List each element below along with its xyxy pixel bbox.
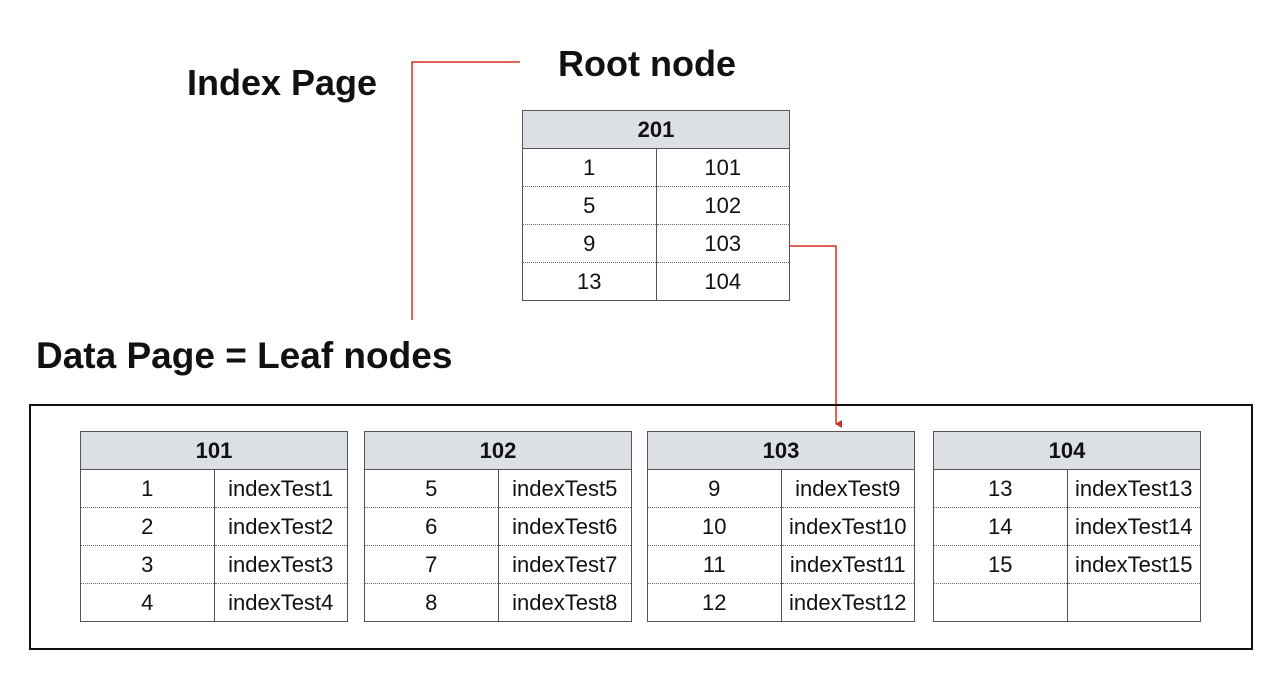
value-cell: indexTest15 bbox=[1066, 545, 1201, 584]
index-page-label: Index Page bbox=[187, 62, 378, 103]
leaf-node-header: 101 bbox=[80, 431, 348, 470]
table-row: 12 indexTest12 bbox=[647, 583, 915, 622]
pointer-arrow-to-103 bbox=[790, 245, 842, 428]
root-node-header: 201 bbox=[522, 110, 790, 149]
value-cell: indexTest2 bbox=[213, 507, 348, 546]
pointer-cell: 103 bbox=[655, 224, 790, 263]
table-row: 10 indexTest10 bbox=[647, 507, 915, 546]
table-row: 13 104 bbox=[522, 262, 790, 301]
table-row bbox=[933, 583, 1201, 622]
value-cell: indexTest5 bbox=[497, 469, 632, 508]
table-row: 9 indexTest9 bbox=[647, 469, 915, 508]
leaf-nodes-frame bbox=[29, 404, 1253, 650]
pointer-cell: 102 bbox=[655, 186, 790, 225]
index-page-bracket-line bbox=[411, 61, 520, 320]
leaf-node-header: 104 bbox=[933, 431, 1201, 470]
table-row: 2 indexTest2 bbox=[80, 507, 348, 546]
value-cell: indexTest12 bbox=[780, 583, 915, 622]
table-row: 8 indexTest8 bbox=[364, 583, 632, 622]
table-row: 5 102 bbox=[522, 186, 790, 225]
table-row: 6 indexTest6 bbox=[364, 507, 632, 546]
key-cell: 4 bbox=[80, 583, 215, 622]
leaf-node-101-table: 101 1 indexTest1 2 indexTest2 3 indexTes… bbox=[80, 431, 348, 622]
leaf-node-header: 102 bbox=[364, 431, 632, 470]
table-row: 3 indexTest3 bbox=[80, 545, 348, 584]
key-cell bbox=[933, 583, 1068, 622]
pointer-cell: 101 bbox=[655, 148, 790, 187]
value-cell: indexTest3 bbox=[213, 545, 348, 584]
leaf-node-103-table: 103 9 indexTest9 10 indexTest10 11 index… bbox=[647, 431, 915, 622]
key-cell: 9 bbox=[647, 469, 782, 508]
table-row: 5 indexTest5 bbox=[364, 469, 632, 508]
key-cell: 5 bbox=[522, 186, 657, 225]
key-cell: 13 bbox=[933, 469, 1068, 508]
table-row: 1 101 bbox=[522, 148, 790, 187]
value-cell: indexTest9 bbox=[780, 469, 915, 508]
value-cell: indexTest1 bbox=[213, 469, 348, 508]
key-cell: 3 bbox=[80, 545, 215, 584]
key-cell: 9 bbox=[522, 224, 657, 263]
key-cell: 11 bbox=[647, 545, 782, 584]
value-cell: indexTest8 bbox=[497, 583, 632, 622]
key-cell: 12 bbox=[647, 583, 782, 622]
key-cell: 7 bbox=[364, 545, 499, 584]
table-row: 4 indexTest4 bbox=[80, 583, 348, 622]
key-cell: 2 bbox=[80, 507, 215, 546]
table-row: 1 indexTest1 bbox=[80, 469, 348, 508]
key-cell: 13 bbox=[522, 262, 657, 301]
leaf-node-header: 103 bbox=[647, 431, 915, 470]
key-cell: 15 bbox=[933, 545, 1068, 584]
key-cell: 8 bbox=[364, 583, 499, 622]
key-cell: 6 bbox=[364, 507, 499, 546]
value-cell: indexTest13 bbox=[1066, 469, 1201, 508]
value-cell: indexTest11 bbox=[780, 545, 915, 584]
key-cell: 1 bbox=[80, 469, 215, 508]
table-row: 11 indexTest11 bbox=[647, 545, 915, 584]
data-page-label: Data Page = Leaf nodes bbox=[36, 335, 453, 376]
value-cell: indexTest14 bbox=[1066, 507, 1201, 546]
value-cell: indexTest4 bbox=[213, 583, 348, 622]
value-cell bbox=[1066, 583, 1201, 622]
leaf-node-102-table: 102 5 indexTest5 6 indexTest6 7 indexTes… bbox=[364, 431, 632, 622]
table-row: 15 indexTest15 bbox=[933, 545, 1201, 584]
value-cell: indexTest6 bbox=[497, 507, 632, 546]
key-cell: 14 bbox=[933, 507, 1068, 546]
table-row: 13 indexTest13 bbox=[933, 469, 1201, 508]
table-row: 7 indexTest7 bbox=[364, 545, 632, 584]
leaf-node-104-table: 104 13 indexTest13 14 indexTest14 15 ind… bbox=[933, 431, 1201, 622]
root-node-table: 201 1 101 5 102 9 103 13 104 bbox=[522, 110, 790, 301]
value-cell: indexTest10 bbox=[780, 507, 915, 546]
key-cell: 5 bbox=[364, 469, 499, 508]
pointer-cell: 104 bbox=[655, 262, 790, 301]
key-cell: 10 bbox=[647, 507, 782, 546]
root-node-label: Root node bbox=[558, 43, 736, 84]
table-row: 14 indexTest14 bbox=[933, 507, 1201, 546]
table-row: 9 103 bbox=[522, 224, 790, 263]
value-cell: indexTest7 bbox=[497, 545, 632, 584]
key-cell: 1 bbox=[522, 148, 657, 187]
